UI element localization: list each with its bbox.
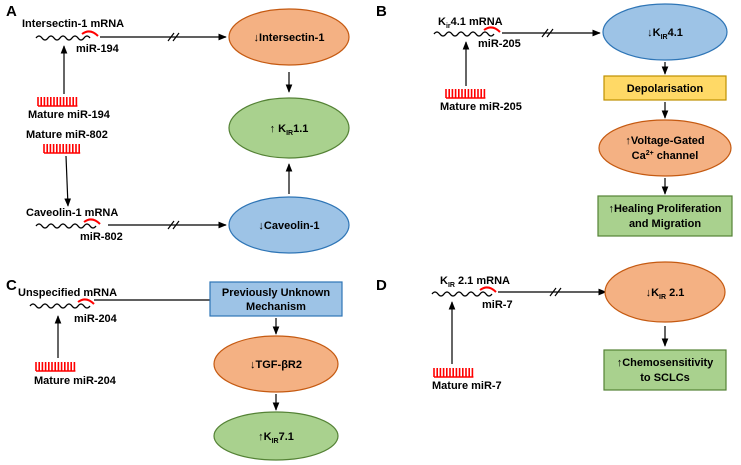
inhibition-slash-b [541, 28, 554, 38]
mature-mir194-label: Mature miR-194 [28, 109, 111, 121]
intersectin-mrna-wave [35, 35, 91, 41]
kir11-node-label: ↑ KIR1.1 [270, 123, 309, 137]
mature-mir204-label: Mature miR-204 [34, 375, 117, 387]
depolarisation-label: Depolarisation [627, 83, 704, 95]
kir41-mrna-label: Kir4.1 mRNA [438, 16, 503, 30]
mature-mir205-label: Mature miR-205 [440, 101, 522, 113]
inhibition-slash-a2 [167, 220, 180, 230]
mature-mir802-bars [43, 144, 81, 154]
chemo-line1: ↑Chemosensitivity [617, 357, 714, 369]
chemo-line2: to SCLCs [640, 372, 690, 384]
kir21-node-label: ↓KIR 2.1 [646, 287, 685, 301]
healing-line1: ↑Healing Proliferation [608, 203, 721, 215]
inhibition-slash-d [549, 287, 562, 297]
panel-label-c: C [6, 277, 17, 294]
kir21-mrna-wave [431, 291, 493, 297]
mir205-site-label: miR-205 [478, 38, 521, 50]
kir41-mirna-binding [483, 26, 501, 33]
kir21-mrna-label: KIR 2.1 mRNA [440, 275, 510, 289]
mature-mir194-bars [37, 97, 78, 107]
mechanism-box [209, 281, 343, 317]
kir41-mrna-wave [433, 31, 495, 37]
unspecified-mrna-label: Unspecified mRNA [18, 287, 117, 299]
mature-mir204-bars [35, 362, 76, 372]
mature-mir7-bars [433, 368, 474, 378]
tgf-node [213, 335, 339, 393]
unspecified-mirna-binding [77, 298, 95, 305]
intersectin-mirna-binding [81, 30, 99, 37]
caveolin-mrna-label: Caveolin-1 mRNA [26, 207, 118, 219]
mature-mir802-label: Mature miR-802 [26, 129, 108, 141]
mir204-site-label: miR-204 [74, 313, 118, 325]
panel-label-b: B [376, 3, 387, 20]
inhibition-slash-a1 [167, 32, 180, 42]
kir71-node [213, 411, 339, 461]
vgcc-node-line1: ↑Voltage-Gated [625, 135, 704, 147]
unspecified-mrna-wave [29, 303, 91, 309]
vgcc-node [598, 119, 732, 177]
kir21-mirna-binding [479, 286, 497, 293]
mir802-site-label: miR-802 [80, 231, 123, 243]
healing-line2: and Migration [629, 218, 701, 230]
caveolin-node [228, 196, 350, 254]
mir7-site-label: miR-7 [482, 299, 513, 311]
chemo-box [603, 349, 727, 391]
caveolin-node-label: ↓Caveolin-1 [258, 220, 319, 232]
kir41-node-label: ↓KIR4.1 [647, 27, 683, 41]
kir41-node [602, 3, 728, 61]
panel-label-d: D [376, 277, 387, 294]
intersectin-node-label: ↓Intersectin-1 [254, 32, 325, 44]
arrow-mir802-to-mrna [64, 155, 72, 207]
kir21-node [604, 261, 726, 323]
panel-label-a: A [6, 3, 17, 20]
vgcc-node-line2: Ca2+ channel [632, 150, 699, 162]
mechanism-line1: Previously Unknown [222, 287, 330, 299]
depolarisation-box [603, 75, 727, 101]
mature-mir205-bars [445, 89, 486, 99]
kir11-node [228, 97, 350, 159]
caveolin-mirna-binding [83, 218, 101, 225]
intersectin-mrna-label: Intersectin-1 mRNA [22, 18, 124, 30]
intersectin-node [228, 8, 350, 66]
mir194-site-label: miR-194 [76, 43, 120, 55]
healing-box [597, 195, 733, 237]
tgf-node-label: ↓TGF-βR2 [250, 359, 302, 371]
kir71-node-label: ↑KIR7.1 [258, 431, 294, 445]
mechanism-line2: Mechanism [246, 301, 306, 313]
caveolin-mrna-wave [35, 223, 97, 229]
mature-mir7-label: Mature miR-7 [432, 380, 502, 392]
